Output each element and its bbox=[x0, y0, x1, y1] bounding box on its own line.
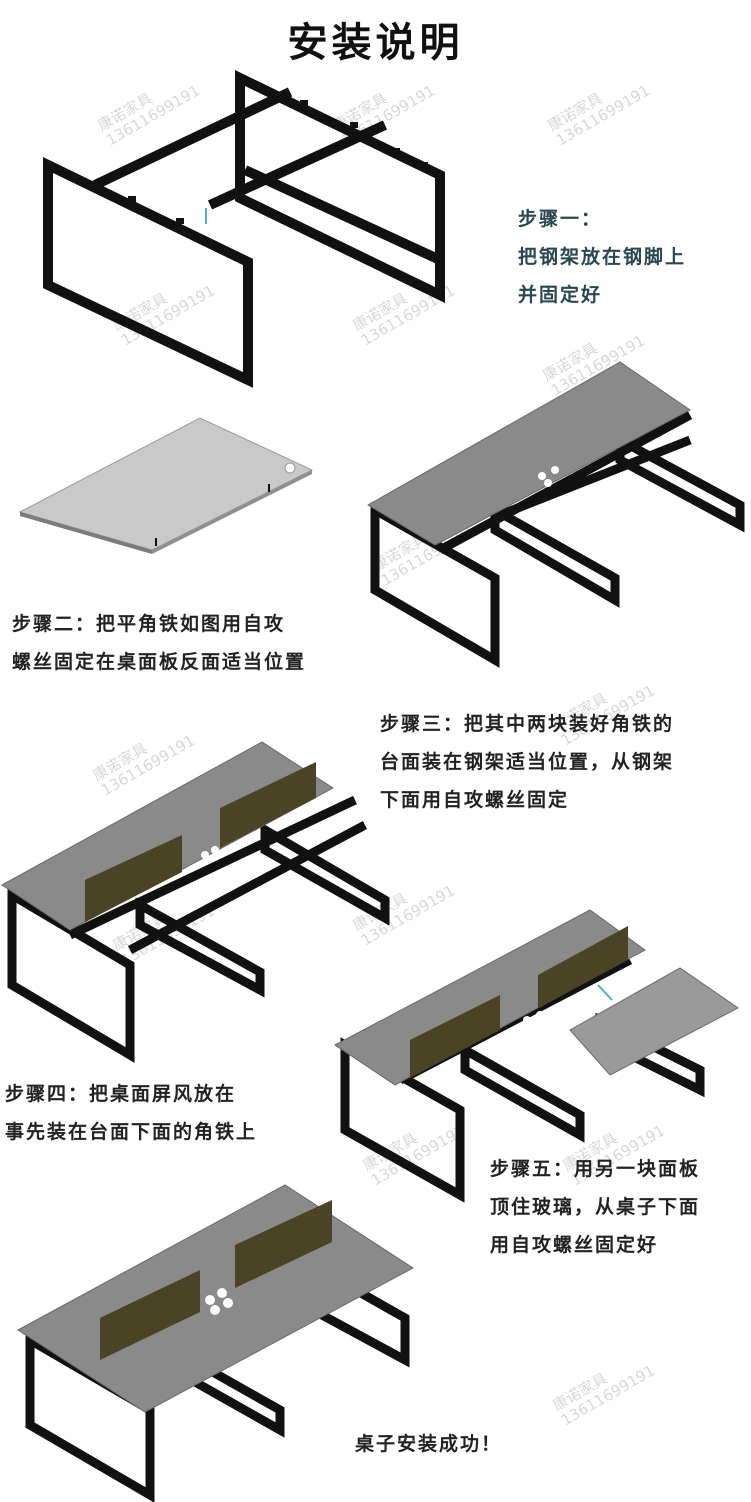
step-4-text: 步骤四：把桌面屏风放在事先装在台面下面的角铁上 bbox=[5, 1083, 258, 1143]
step-2-text: 步骤二：把平角铁如图用自攻螺丝固定在桌面板反面适当位置 bbox=[12, 613, 307, 673]
step-3-text: 步骤三：把其中两块装好角铁的台面装在钢架适当位置，从钢架下面用自攻螺丝固定 bbox=[380, 713, 675, 811]
step-5-text: 步骤五：用另一块面板顶住玻璃，从桌子下面用自攻螺丝固定好 bbox=[490, 1158, 701, 1256]
page-title: 安装说明 bbox=[287, 19, 464, 66]
completion-text: 桌子安装成功！ bbox=[355, 1433, 503, 1455]
step-1-text: 步骤一：把钢架放在钢脚上并固定好 bbox=[518, 208, 687, 306]
